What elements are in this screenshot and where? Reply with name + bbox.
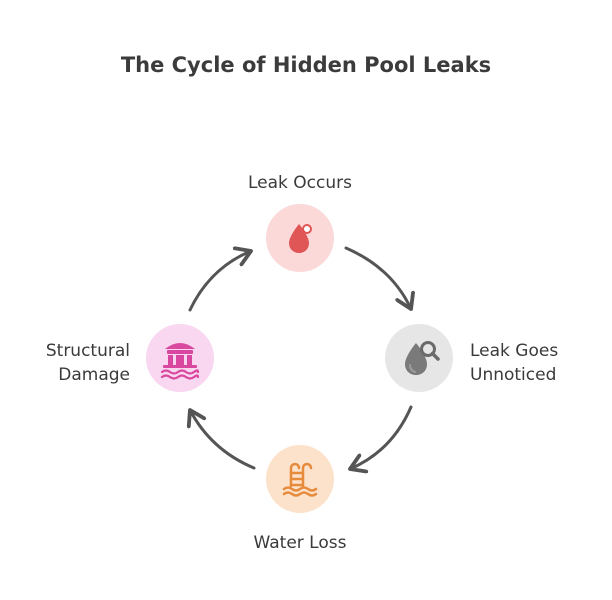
arrow-occurs-to-unnoticed bbox=[344, 246, 411, 309]
leak-unnoticed-label-line2: Unnoticed bbox=[470, 365, 557, 385]
structural-damage-label: Structural Damage bbox=[20, 339, 130, 387]
drop-magnifier-icon bbox=[405, 341, 440, 375]
arrow-unnoticed-to-loss bbox=[350, 405, 413, 469]
water-loss-node bbox=[266, 445, 334, 513]
leak-occurs-node bbox=[266, 204, 334, 272]
leak-unnoticed-node bbox=[385, 324, 453, 392]
leak-unnoticed-label-line1: Leak Goes bbox=[470, 341, 559, 361]
damaged-house-icon bbox=[160, 343, 200, 380]
water-drop-icon bbox=[289, 224, 312, 253]
leak-unnoticed-label: Leak Goes Unnoticed bbox=[470, 339, 580, 387]
structural-damage-node bbox=[146, 324, 214, 392]
pool-ladder-icon bbox=[282, 462, 318, 497]
arrow-damage-to-occurs bbox=[188, 251, 251, 312]
leak-occurs-label: Leak Occurs bbox=[248, 173, 352, 193]
arrow-loss-to-damage bbox=[190, 410, 256, 470]
structural-damage-label-line2: Damage bbox=[58, 365, 130, 385]
diagram-title: The Cycle of Hidden Pool Leaks bbox=[120, 53, 492, 77]
water-loss-label: Water Loss bbox=[253, 533, 347, 553]
structural-damage-label-line1: Structural bbox=[45, 341, 130, 361]
